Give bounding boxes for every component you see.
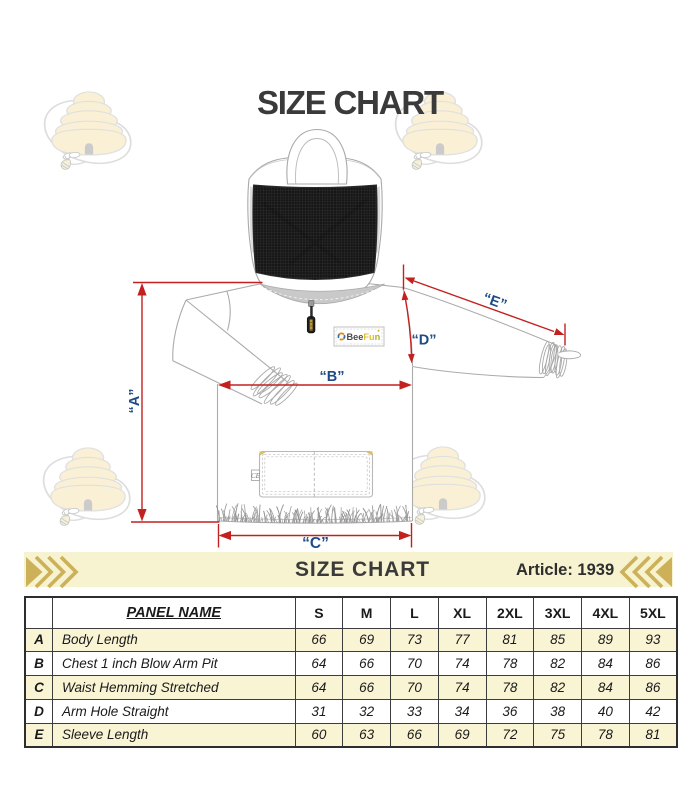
svg-text:CE: CE <box>251 472 261 480</box>
svg-text:“E”: “E” <box>481 290 509 313</box>
svg-text:“C”: “C” <box>302 535 329 552</box>
svg-text:“A”: “A” <box>127 389 143 414</box>
svg-text:BeeFun: BeeFun <box>347 332 381 342</box>
svg-text:“B”: “B” <box>320 369 345 385</box>
svg-text:“D”: “D” <box>412 333 437 349</box>
